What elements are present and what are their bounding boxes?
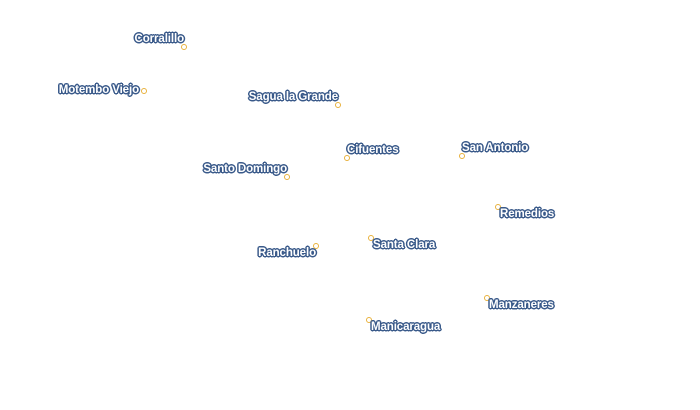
place-label: Manicaragua (371, 321, 441, 333)
place-label: Sagua la Grande (248, 91, 338, 103)
place-label: Remedios (500, 208, 555, 220)
place-marker (141, 88, 147, 94)
place-marker (313, 243, 319, 249)
place-marker (459, 153, 465, 159)
place-label: Santa Clara (373, 239, 436, 251)
place-label: Cifuentes (347, 144, 399, 156)
place-marker (284, 174, 290, 180)
place-label: Ranchuelo (258, 247, 316, 259)
place-marker (181, 44, 187, 50)
place-label: Santo Domingo (203, 163, 287, 175)
place-label: Manzaneres (489, 299, 554, 311)
place-marker (495, 204, 501, 210)
place-marker (344, 155, 350, 161)
place-marker (366, 317, 372, 323)
place-marker (368, 235, 374, 241)
place-label: San Antonio (462, 142, 529, 154)
place-marker (335, 102, 341, 108)
place-label: Corralillo (134, 33, 185, 45)
place-marker (484, 295, 490, 301)
place-label: Motembo Viejo (58, 84, 139, 96)
